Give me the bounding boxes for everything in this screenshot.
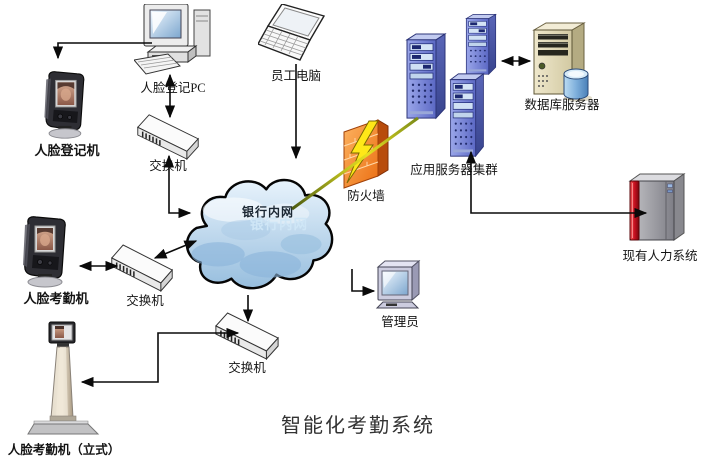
laptop-icon <box>258 4 332 66</box>
network-switch-top-icon <box>134 110 202 160</box>
face-registration-pc-label: 人脸登记PC <box>140 81 206 95</box>
firewall-icon <box>338 114 392 190</box>
switch-top-label: 交换机 <box>149 159 187 173</box>
face-attendance-machine-label: 人脸考勤机 <box>23 291 89 306</box>
app-server-cluster-label: 应用服务器集群 <box>410 163 498 177</box>
database-server-icon <box>528 20 594 104</box>
employee-laptop-label: 员工电脑 <box>270 69 321 83</box>
face-registration-device-icon <box>36 70 92 142</box>
intranet-cloud-icon <box>172 167 338 301</box>
face-registration-machine-label: 人脸登记机 <box>34 143 100 158</box>
app-server-large-icon <box>404 32 448 122</box>
firewall-label: 防火墙 <box>347 189 385 203</box>
kiosk-attendance-device-icon <box>24 320 100 442</box>
cloud-label: 银行内网 <box>241 205 294 219</box>
link-appserver-hr-system <box>465 150 648 219</box>
diagram-title: 智能化考勤系统 <box>281 415 435 437</box>
cloud-shadow-label: 银行内网 <box>250 217 308 232</box>
database-server-label: 数据库服务器 <box>524 98 600 112</box>
admin-workstation-icon <box>374 258 426 310</box>
link-cloud-to-admin <box>351 269 376 297</box>
face-attendance-device-icon <box>14 215 74 291</box>
network-switch-mid-icon <box>108 240 176 292</box>
network-switch-bottom-icon <box>212 308 282 360</box>
app-server-middle-icon <box>448 72 486 160</box>
admin-pc-label: 管理员 <box>381 315 419 329</box>
switch-mid-label: 交换机 <box>126 294 164 308</box>
desktop-pc-icon <box>134 4 216 80</box>
hr-server-icon <box>626 171 690 249</box>
hr-system-label: 现有人力系统 <box>622 249 698 263</box>
kiosk-attendance-machine-label: 人脸考勤机（立式） <box>7 443 121 457</box>
app-server-small-icon <box>464 13 498 77</box>
switch-bottom-label: 交换机 <box>228 361 266 375</box>
